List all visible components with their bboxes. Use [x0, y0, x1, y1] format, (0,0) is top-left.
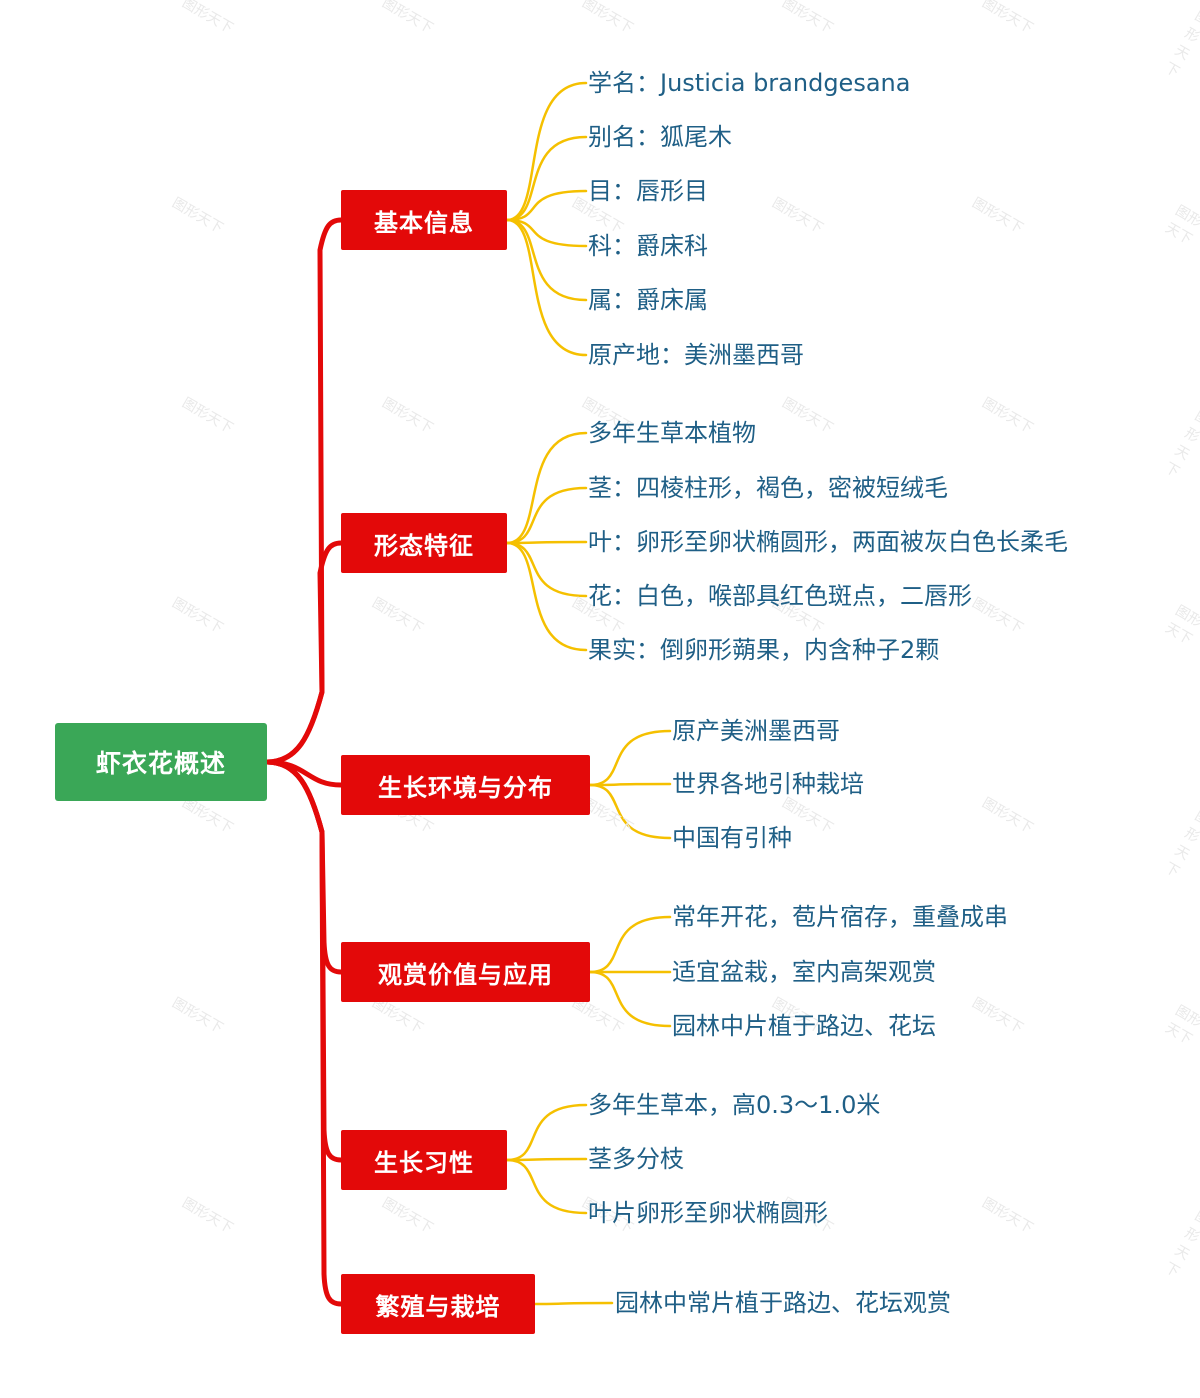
category-growth-habit[interactable]: 生长习性: [341, 1130, 507, 1190]
leaf-branch-4-2: [505, 1158, 588, 1215]
leaf-branch-0-1: [505, 135, 588, 222]
leaf-branch-1-3: [505, 541, 588, 598]
leaf-branch-4-0: [505, 1103, 588, 1162]
leaf-branch-0-2: [505, 189, 588, 222]
leaf-height[interactable]: 多年生草本，高0.3～1.0米: [588, 1091, 881, 1119]
leaf-year-round-flowering[interactable]: 常年开花，苞片宿存，重叠成串: [672, 903, 1008, 931]
leaf-family[interactable]: 科：爵床科: [588, 232, 708, 260]
leaf-alias[interactable]: 别名：狐尾木: [588, 123, 732, 151]
leaf-propagation-use[interactable]: 园林中常片植于路边、花坛观赏: [615, 1289, 951, 1317]
leaf-introduced-china[interactable]: 中国有引种: [672, 824, 792, 852]
leaf-branch-1-2: [505, 540, 588, 545]
leaf-potted-indoor[interactable]: 适宜盆栽，室内高架观赏: [672, 958, 936, 986]
leaf-branch-5-0: [533, 1301, 614, 1306]
root-node[interactable]: 虾衣花概述: [55, 723, 267, 801]
leaf-branch-1-1: [505, 486, 588, 545]
leaf-branch-3-2: [588, 970, 672, 1028]
leaf-branch-2-2: [588, 783, 672, 840]
leaf-branch-0-5: [505, 218, 588, 357]
leaf-branch-2-0: [588, 729, 672, 787]
main-branch-3: [264, 759, 344, 975]
leaf-branch-4-1: [505, 1157, 588, 1162]
leaf-branch-0-4: [505, 218, 588, 302]
leaf-garden-planting[interactable]: 园林中片植于路边、花坛: [672, 1012, 936, 1040]
leaf-native-mexico[interactable]: 原产美洲墨西哥: [672, 717, 840, 745]
leaf-branch-0-3: [505, 218, 588, 248]
leaf-cultivated-worldwide[interactable]: 世界各地引种栽培: [672, 770, 864, 798]
leaf-perennial-herb[interactable]: 多年生草本植物: [588, 419, 756, 447]
leaf-leaf-shape[interactable]: 叶片卵形至卵状椭圆形: [588, 1199, 828, 1227]
category-morphology[interactable]: 形态特征: [341, 513, 507, 573]
category-basic-info[interactable]: 基本信息: [341, 190, 507, 250]
category-propagation[interactable]: 繁殖与栽培: [341, 1274, 535, 1334]
leaf-branch-0-0: [505, 81, 588, 222]
leaf-order[interactable]: 目：唇形目: [588, 177, 708, 205]
leaf-leaf[interactable]: 叶：卵形至卵状椭圆形，两面被灰白色长柔毛: [588, 528, 1068, 556]
main-branch-0: [264, 217, 344, 765]
leaf-genus[interactable]: 属：爵床属: [588, 286, 708, 314]
main-branch-5: [264, 759, 344, 1307]
leaf-branch-2-1: [588, 782, 672, 787]
leaf-branch-1-0: [505, 431, 588, 545]
leaf-branching[interactable]: 茎多分枝: [588, 1145, 684, 1173]
leaf-branch-1-4: [505, 541, 588, 652]
main-branch-1: [264, 540, 344, 765]
leaf-branch-3-0: [588, 915, 672, 974]
leaf-fruit[interactable]: 果实：倒卵形蒴果，内含种子2颗: [588, 636, 940, 664]
leaf-flower[interactable]: 花：白色，喉部具红色斑点，二唇形: [588, 582, 972, 610]
leaf-scientific-name[interactable]: 学名：Justicia brandgesana: [588, 69, 911, 97]
leaf-stem[interactable]: 茎：四棱柱形，褐色，密被短绒毛: [588, 474, 948, 502]
category-ornamental-value[interactable]: 观赏价值与应用: [341, 942, 590, 1002]
leaf-origin[interactable]: 原产地：美洲墨西哥: [588, 341, 804, 369]
category-habitat-distribution[interactable]: 生长环境与分布: [341, 755, 590, 815]
main-branch-4: [264, 759, 344, 1163]
